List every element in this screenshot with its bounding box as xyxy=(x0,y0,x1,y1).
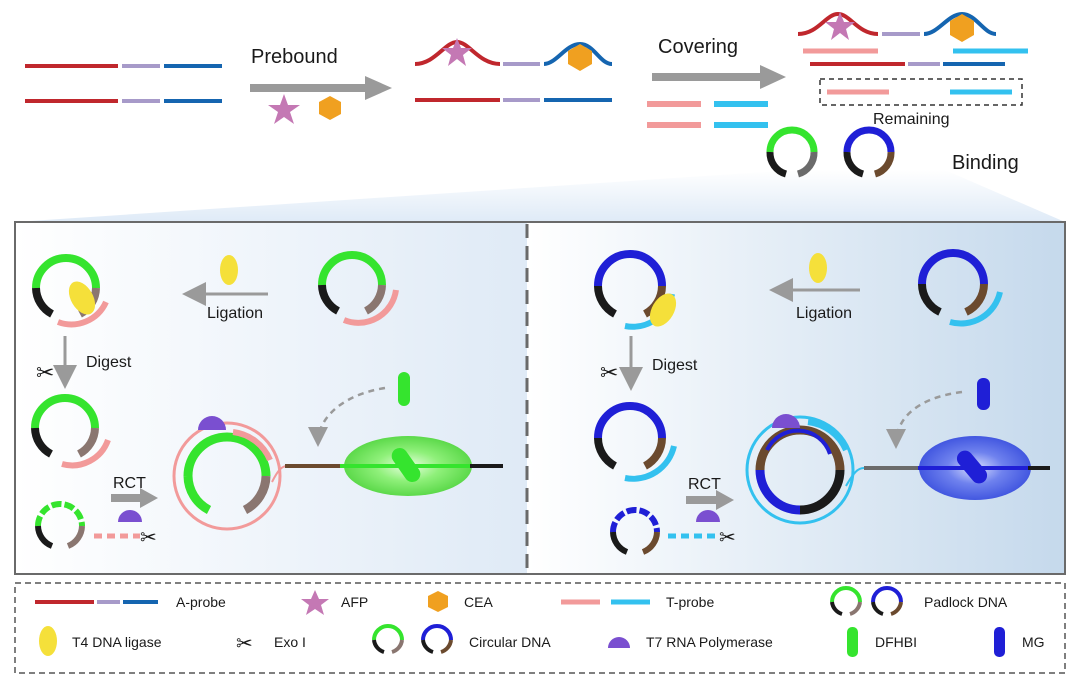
svg-text:Circular DNA: Circular DNA xyxy=(469,634,551,650)
legend-afp: AFP xyxy=(301,590,368,615)
left-padlock-right xyxy=(318,251,399,326)
right-rct-product xyxy=(745,414,1050,525)
scissors-icon-right: ✂ xyxy=(600,360,618,385)
exo-scissors-icon: ✂ xyxy=(140,527,157,549)
svg-text:T-probe: T-probe xyxy=(666,594,714,610)
svg-text:MG: MG xyxy=(1022,634,1045,650)
svg-text:T4 DNA ligase: T4 DNA ligase xyxy=(72,634,162,650)
svg-text:AFP: AFP xyxy=(341,594,368,610)
dfhbi-arrow xyxy=(308,386,386,447)
legend-exo: ✂ Exo I xyxy=(236,633,306,655)
mg-arrow xyxy=(886,390,963,449)
legend-a-probe: A-probe xyxy=(35,594,226,610)
svg-text:T7 RNA Polymerase: T7 RNA Polymerase xyxy=(646,634,773,650)
mg-icon xyxy=(977,378,990,410)
rct-arrow-right xyxy=(686,490,734,510)
svg-text:A-probe: A-probe xyxy=(176,594,226,610)
legend-cea: CEA xyxy=(428,591,493,612)
svg-text:Padlock DNA: Padlock DNA xyxy=(924,594,1008,610)
legend-circular-dna: Circular DNA xyxy=(372,624,551,654)
bound-probe xyxy=(414,38,613,102)
legend-t4-ligase: T4 DNA ligase xyxy=(39,626,162,656)
t7-polymerase-icon-right xyxy=(696,510,720,522)
svg-text:Exo I: Exo I xyxy=(274,634,306,650)
legend-t7-polymerase: T7 RNA Polymerase xyxy=(608,634,773,650)
left-ligation-label: Ligation xyxy=(207,305,263,322)
afp-star-icon xyxy=(268,94,300,124)
left-digest-label: Digest xyxy=(86,354,132,371)
left-rct-label: RCT xyxy=(113,475,146,492)
legend-dfhbi: DFHBI xyxy=(847,627,917,657)
left-padlock-digested xyxy=(31,394,111,469)
t-probes xyxy=(647,101,768,128)
dfhbi-icon xyxy=(398,372,410,406)
cea-hexagon-icon xyxy=(319,96,341,120)
right-digest-label: Digest xyxy=(652,357,698,374)
prebound-arrow xyxy=(250,76,392,100)
right-padlock-top xyxy=(594,250,677,330)
right-rct-label: RCT xyxy=(688,476,721,493)
rct-arrow-left xyxy=(111,488,158,508)
covering-label: Covering xyxy=(658,36,738,58)
zoom-fan xyxy=(15,170,1065,222)
scissors-icon: ✂ xyxy=(36,360,54,385)
right-padlock-digested xyxy=(594,402,677,482)
t7-polymerase-icon xyxy=(118,510,142,522)
left-small-circle xyxy=(35,501,85,549)
left-panel xyxy=(15,222,527,574)
left-padlock-top xyxy=(32,254,109,328)
remaining-label: Remaining xyxy=(873,111,949,128)
binding-label: Binding xyxy=(952,152,1019,174)
covered-complex xyxy=(797,11,1028,106)
legend-mg: MG xyxy=(994,627,1045,657)
legend-box xyxy=(14,582,1066,674)
svg-text:✂: ✂ xyxy=(236,633,253,655)
exo-scissors-icon-right: ✂ xyxy=(719,527,736,549)
left-rct-product xyxy=(172,416,503,531)
a-probe-pair xyxy=(25,64,222,103)
ligase-icon xyxy=(220,255,238,285)
padlock-navy xyxy=(843,126,895,178)
legend-padlock: Padlock DNA xyxy=(830,586,1008,616)
svg-text:CEA: CEA xyxy=(464,594,493,610)
svg-text:DFHBI: DFHBI xyxy=(875,634,917,650)
padlock-green xyxy=(766,126,818,178)
top-row: Prebound Covering xyxy=(25,11,1028,128)
right-small-circle xyxy=(610,507,660,555)
right-padlock-right xyxy=(918,249,1003,327)
prebound-label: Prebound xyxy=(251,46,338,68)
right-ligation-label: Ligation xyxy=(796,305,852,322)
ligase-icon-right xyxy=(809,253,827,283)
legend-t-probe: T-probe xyxy=(561,594,714,610)
covering-arrow xyxy=(652,65,786,89)
